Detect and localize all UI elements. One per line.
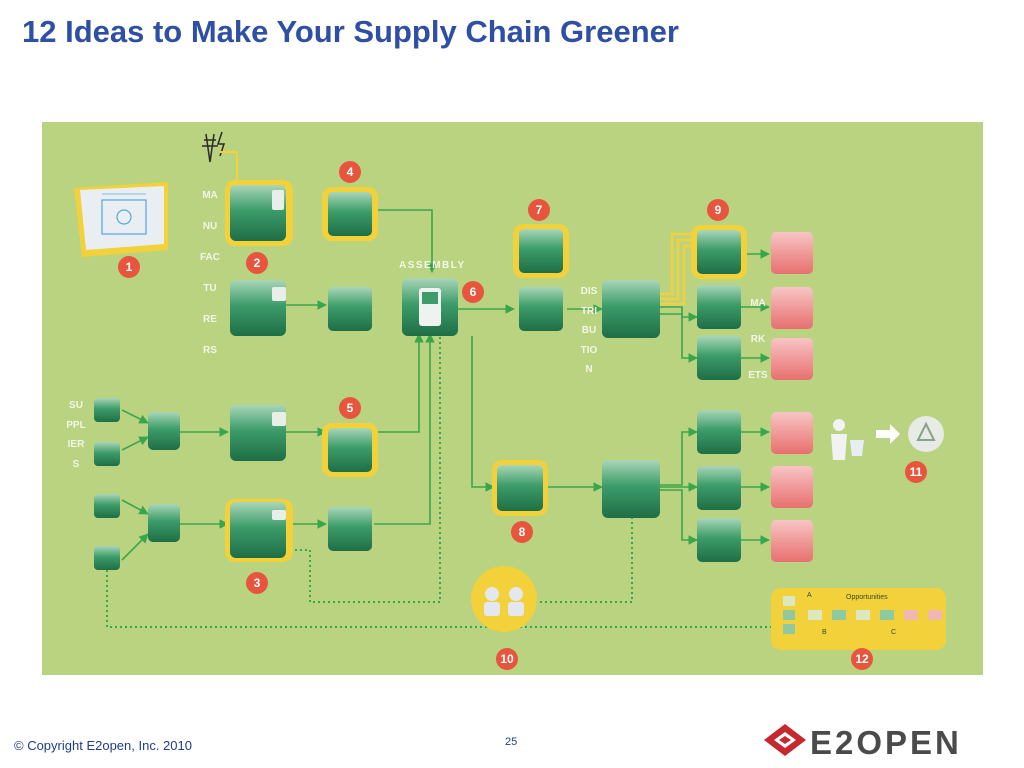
opportunities-label: Opportunities [846,594,888,601]
collaboration-icon [484,587,524,616]
badge-9: 9 [715,203,722,217]
badge-2: 2 [254,256,261,270]
suppliers-column-label: SUPPLIERS [66,400,86,470]
slide-title: 12 Ideas to Make Your Supply Chain Green… [22,14,679,49]
blueprint-icon [74,182,168,257]
idea-badge-numbers: 1 2 3 4 5 6 7 8 9 10 11 12 [126,165,923,666]
component-nodes [148,412,180,542]
opportunity-marker-c: C [891,629,897,636]
recycling-group [831,416,944,460]
badge-1: 1 [126,260,133,274]
e2open-logo: E2OPEN [762,722,1020,762]
supplier-nodes [94,398,120,570]
yellow-highlights [225,180,946,650]
markets-column-label: MARKETS [748,298,768,381]
copyright-text: © Copyright E2open, Inc. 2010 [14,738,192,753]
opportunities-chain [783,596,942,634]
diagram-canvas: 1 2 3 4 5 6 7 8 9 10 11 12 [74,131,946,670]
logo-wordmark: E2OPEN [810,724,962,761]
badge-11: 11 [910,465,923,479]
assembly-node [402,278,458,336]
badge-12: 12 [855,652,869,666]
opportunity-marker-b: B [822,629,827,636]
badge-7: 7 [536,203,543,217]
badge-6: 6 [470,285,477,299]
badge-3: 3 [254,576,261,590]
manufacturers-column-label: MANUFACTURERS [200,190,220,356]
supply-chain-diagram: 1 2 3 4 5 6 7 8 9 10 11 12 SUPPLIERS MAN… [42,122,983,675]
manufacturer-nodes [230,185,286,558]
badge-5: 5 [347,401,354,415]
page-number: 25 [505,736,518,748]
market-nodes [771,232,813,562]
distribution-center-nodes [602,280,660,518]
truck-nodes [328,192,741,562]
assembly-label: ASSEMBLY [399,260,466,271]
badge-4: 4 [347,165,354,179]
power-tower-icon [202,131,238,180]
yellow-highlight-paths [659,232,692,306]
opportunity-marker-a: A [807,592,812,599]
distribution-column-label: DISTRIBUTION [580,286,598,375]
e2open-logo-mark-icon [764,724,806,756]
badge-8: 8 [519,525,526,539]
badge-10: 10 [500,652,514,666]
idea-badges [118,161,927,670]
